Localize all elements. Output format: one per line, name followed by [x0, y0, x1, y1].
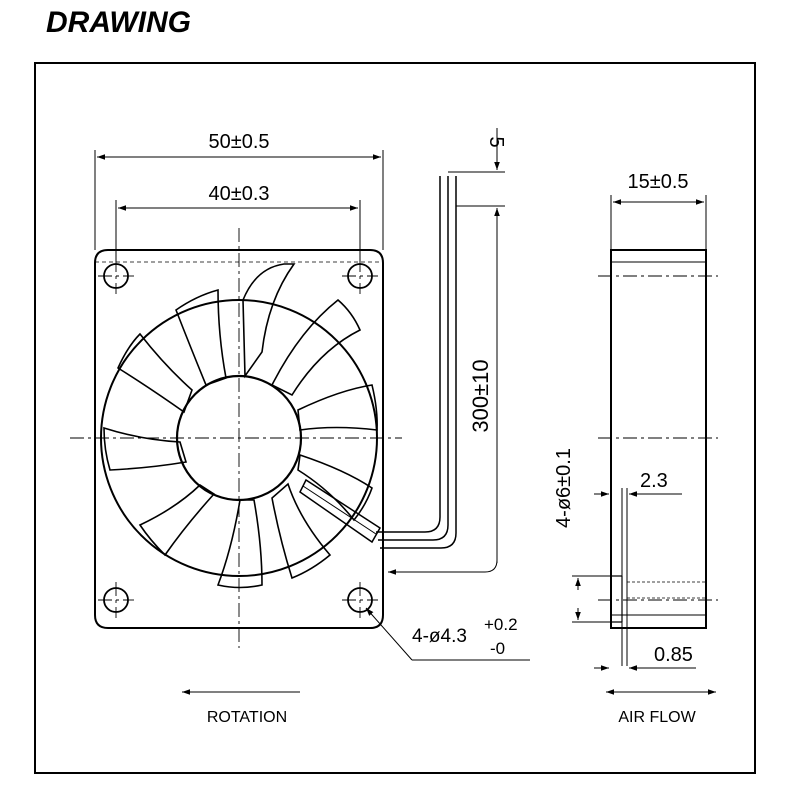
drawing-title: DRAWING [46, 6, 191, 39]
dim-thickness [610, 195, 707, 250]
fan-blades [103, 263, 378, 589]
front-centerlines [70, 228, 402, 648]
mount-hole-leader [365, 607, 530, 661]
dim-thickness-label: 15±0.5 [627, 171, 688, 193]
side-view [610, 249, 707, 666]
mount-hole-tol-upper: +0.2 [484, 615, 518, 634]
dim-lead-length [388, 210, 498, 575]
dim-hole-spacing [115, 200, 361, 262]
dim-hole-spacing-label: 40±0.3 [208, 183, 269, 205]
air-flow-label: AIR FLOW [618, 709, 696, 726]
dim-boss-dia [572, 575, 611, 623]
dim-overall-width [94, 150, 384, 250]
lead-wires [376, 176, 457, 549]
fan-outline [94, 249, 384, 629]
dim-overall-width-label: 50±0.5 [208, 131, 269, 153]
drawing-frame [34, 62, 756, 774]
dim-lead-spacing-label: 5 [485, 136, 507, 147]
dim-boss-depth-label: 2.3 [640, 470, 668, 492]
cable-strain-relief [299, 478, 382, 544]
side-centerlines [598, 275, 718, 601]
dim-lead-length-label: 300±10 [468, 359, 493, 432]
dim-flange-label: 0.85 [654, 644, 693, 666]
front-view [94, 176, 457, 629]
mount-hole-label: 4-ø4.3 [412, 626, 467, 647]
rotation-label: ROTATION [207, 709, 287, 726]
mount-hole-tol-lower: -0 [490, 639, 505, 658]
dim-boss-dia-label: 4-ø6±0.1 [553, 448, 575, 528]
